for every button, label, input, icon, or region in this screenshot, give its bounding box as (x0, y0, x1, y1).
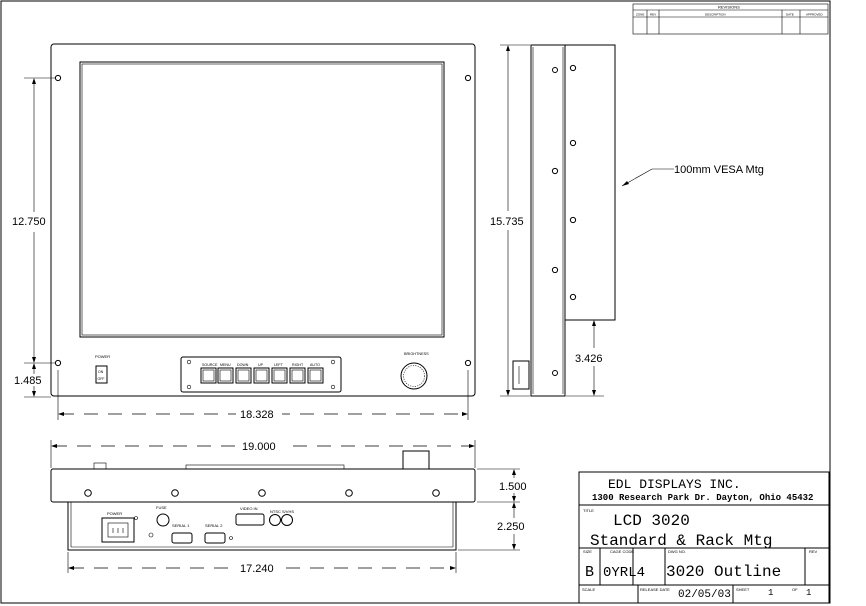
drawing-title-line2: Standard & Rack Mtg (590, 532, 772, 550)
side-knob-profile (512, 360, 530, 390)
rev-col-description: DESCRIPTION (705, 13, 726, 17)
button-source (200, 367, 217, 384)
rev-col-approved: APPROVED (806, 13, 824, 17)
serial2-port (204, 532, 226, 544)
svhs-port (281, 514, 293, 526)
video-in-label: VIDEO IN (240, 506, 258, 511)
of-label: OF (792, 587, 798, 592)
button-label-right: RIGHT (292, 363, 304, 367)
company-address: 1300 Research Park Dr. Dayton, Ohio 4543… (592, 493, 813, 503)
mount-hole (54, 359, 62, 367)
button-right (289, 367, 306, 384)
vesa-hole (569, 293, 577, 301)
button-up (253, 367, 270, 384)
vesa-callout: 100mm VESA Mtg (674, 164, 764, 176)
front-power-label: POWER (95, 354, 110, 359)
sheet-border (0, 0, 831, 604)
rear-power-label: POWER (107, 511, 122, 516)
button-label-left: LEFT (274, 363, 284, 367)
bottom-rail (50, 468, 476, 503)
serial1-port (171, 532, 193, 544)
drawing-title-line1: LCD 3020 (613, 512, 690, 530)
side-view: 100mm VESA Mtg 15.735 3.426 (490, 44, 764, 397)
dim-side-height: 15.735 (490, 216, 524, 228)
size-label: SIZE (583, 549, 592, 554)
dwg-label: DWG NO. (668, 549, 686, 554)
serial2-label: SERIAL 2 (205, 523, 223, 528)
dim-bottom-overall-width: 19.000 (242, 441, 276, 453)
switch-off-label: OFF (98, 377, 105, 381)
side-chassis (530, 44, 566, 397)
button-auto (307, 367, 324, 384)
size-value: B (585, 564, 594, 581)
fuse-holder (156, 513, 170, 527)
ntsc-label: NTSC S/VHS (270, 509, 294, 514)
dim-side-tab: 3.426 (575, 353, 603, 365)
sheet-label: SHEET (736, 587, 750, 592)
dim-lower-offset: 1.485 (14, 375, 42, 387)
button-label-up: UP (258, 363, 264, 367)
brightness-knob (400, 362, 428, 390)
serial1-label: SERIAL 1 (172, 523, 190, 528)
cage-value: 0YRL4 (603, 565, 645, 581)
rev-col-date: DATE (786, 13, 794, 17)
button-left (271, 367, 288, 384)
bottom-chassis (67, 501, 457, 551)
dim-bottom-chassis-height: 2.250 (497, 521, 525, 533)
button-label-auto: AUTO (310, 363, 320, 367)
vesa-hole (569, 139, 577, 147)
button-label-menu: MENU (220, 363, 231, 367)
button-down (235, 367, 252, 384)
rev-label: REV (809, 549, 818, 554)
button-menu (217, 367, 234, 384)
rev-col-rev: REV (650, 13, 656, 17)
sheet-total: 1 (806, 588, 811, 598)
lcd-screen (79, 61, 445, 338)
brightness-label: BRIGHTNESS (404, 352, 429, 356)
side-rear-housing (564, 44, 616, 321)
ntsc-port (269, 514, 281, 526)
power-inlet (101, 517, 135, 543)
title-label: TITLE (583, 508, 594, 513)
bottom-knob-profile (402, 450, 430, 470)
company-name: EDL DISPLAYS INC. (608, 477, 741, 492)
dim-bottom-rail-height: 1.500 (499, 481, 527, 493)
revision-block: REVISIONS ZONE REV DESCRIPTION DATE APPR… (632, 3, 829, 35)
bottom-view: 19.000 POWER FUSE SERIAL 1 SERIAL 2 (50, 440, 527, 575)
mount-hole (464, 74, 472, 82)
rev-col-zone: ZONE (636, 13, 644, 17)
vesa-hole (569, 216, 577, 224)
mount-hole (464, 359, 472, 367)
front-bezel (50, 43, 476, 397)
sheet-number: 1 (768, 588, 773, 598)
dim-front-height: 12.750 (12, 216, 46, 228)
cage-label: CAGE CODE (610, 549, 634, 554)
revision-title: REVISIONS (718, 5, 740, 10)
button-label-source: SOURCE (202, 363, 218, 367)
dwg-value: 3020 Outline (666, 563, 781, 581)
front-view: POWER ON OFF SOURCE MENU DOWN UP LEFT RI… (50, 43, 476, 397)
title-block: EDL DISPLAYS INC. 1300 Research Park Dr.… (578, 471, 830, 604)
fuse-label: FUSE (156, 505, 167, 510)
front-dimensions: 12.750 1.485 18.328 (12, 77, 469, 421)
power-switch (95, 365, 108, 384)
dim-bottom-panel-width: 17.240 (240, 563, 274, 575)
video-in-port (235, 513, 265, 526)
vesa-hole (551, 167, 559, 175)
switch-on-label: ON (98, 370, 104, 374)
scale-label: SCALE (582, 587, 595, 592)
control-button-panel (180, 356, 342, 393)
vesa-hole (569, 64, 577, 72)
mount-hole (54, 74, 62, 82)
release-date: 02/05/03 (678, 589, 731, 601)
vesa-hole (551, 266, 559, 274)
release-label: RELEASE DATE (640, 587, 670, 592)
button-label-down: DOWN (237, 363, 249, 367)
dim-front-width: 18.328 (240, 409, 274, 421)
